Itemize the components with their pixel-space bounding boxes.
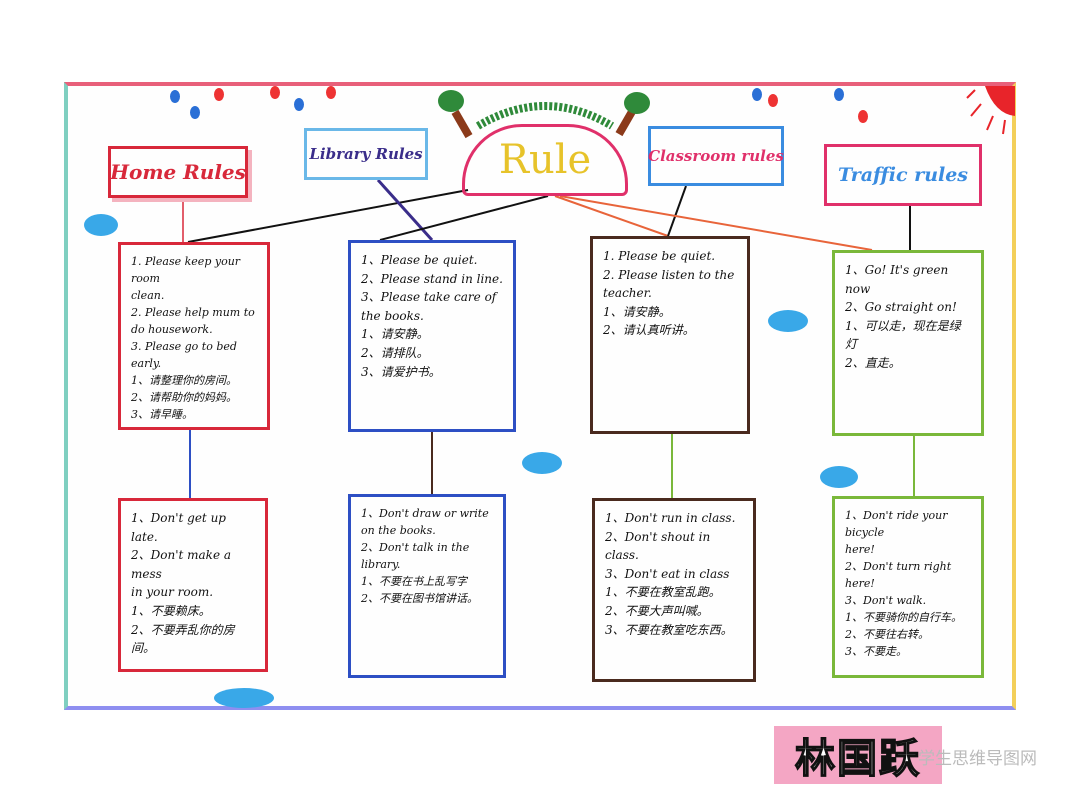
link-traffic [559,195,873,251]
link-library-rule [379,195,549,241]
cloud-icon [820,466,858,488]
rule-line: 1、Don't get up late. [131,511,230,544]
rule-line: 3、请爱护书。 [361,364,441,379]
home-rules-title: Home Rules [108,146,248,198]
sun-icon [966,86,1015,135]
rule-line: 2、Don't make a mess [131,548,235,581]
author-name: 林国跃 [774,726,942,784]
balloon-icon [768,94,778,107]
rule-line: 1、Don't draw or write [361,507,489,520]
rule-line: 1、不要赖床。 [131,603,211,618]
rule-line: 1、Don't ride your bicycle [845,509,951,540]
rule-line: 2. Please listen to the [603,267,735,282]
balloon-icon [294,98,304,111]
link-classroom-title [667,185,687,237]
rule-line: 2、Please stand in line. [361,271,503,286]
tree-icon [624,92,650,114]
classroom-dont-box: 1、Don't run in class. 2、Don't shout in cl… [592,498,756,682]
rule-line: 2、请帮助你的妈妈。 [131,391,237,405]
cloud-icon [522,452,562,474]
library-dont-box: 1、Don't draw or write on the books. 2、Don'… [348,494,506,678]
rule-line: 3、不要走。 [845,645,907,659]
balloon-icon [170,90,180,103]
balloon-icon [190,106,200,119]
rule-line: 2、Don't talk in the library. [361,541,473,572]
classroom-rules-title-text: Classroom rules [648,147,784,165]
rule-line: 2、Don't shout in class. [605,529,715,563]
cloud-icon [768,310,808,332]
rule-line: 3、请早睡。 [131,408,193,422]
rule-line: 2、请排队。 [361,345,429,360]
rule-line: on the books. [361,524,436,538]
rule-line: the books. [361,308,424,323]
rule-line: 2、不要往右转。 [845,628,929,642]
rule-line: in your room. [131,585,214,600]
rule-line: 1、请整理你的房间。 [131,374,237,388]
traffic-rules-title: Traffic rules [824,144,982,206]
rule-line: 1、请安静。 [603,304,671,319]
poster-paper [64,82,1016,710]
center-title-box: Rule [462,124,628,196]
balloon-icon [326,86,336,99]
balloon-icon [834,88,844,101]
balloon-icon [270,86,280,99]
rule-line: 1. Please be quiet. [603,249,716,263]
rule-line: 1、可以走，现在是绿灯 [845,318,961,352]
rule-line: 2、不要在图书馆讲话。 [361,592,478,606]
center-title: Rule [498,137,592,183]
rule-line: 2、Go straight on! [845,300,957,315]
rule-line: 3、不要在教室吃东西。 [605,622,733,637]
classroom-rules-title: Classroom rules [648,126,784,186]
link-library [376,178,434,242]
rule-line: 2、Don't turn right here! [845,560,955,591]
classroom-do-box: 1. Please be quiet. 2. Please listen to t… [590,236,750,434]
rule-line: 3、Please take care of [361,290,497,305]
link-classroom [554,195,669,237]
rule-line: 1、请安静。 [361,327,429,342]
cloud-icon [214,688,274,708]
rule-line: 2、请认真听讲。 [603,323,695,338]
rule-line: 1、不要在书上乱写字 [361,575,467,589]
watermark: 学生思维导图网 [918,749,1037,769]
rule-line: 3、Don't eat in class [605,566,730,581]
rule-line: 3、Don't walk. [845,594,927,608]
rule-line: do housework. [131,323,213,337]
rule-line: 3. Please go to bed early. [131,340,241,371]
rule-line: 2、直走。 [845,355,901,370]
balloon-icon [752,88,762,101]
balloon-icon [214,88,224,101]
rule-line: 1、不要在教室乱跑。 [605,585,721,600]
traffic-rules-title-text: Traffic rules [837,164,969,186]
traffic-do-box: 1、Go! It's green now 2、Go straight on! 1、可… [832,250,984,436]
home-dont-box: 1、Don't get up late. 2、Don't make a mess i… [118,498,268,672]
tree-icon [438,90,464,112]
rule-line: here! [845,543,875,557]
balloon-icon [858,110,868,123]
rule-line: 2、不要弄乱你的房间。 [131,622,235,656]
library-do-box: 1、Please be quiet. 2、Please stand in line… [348,240,516,432]
rule-line: 2、不要大声叫喊。 [605,603,709,618]
home-rules-title-text: Home Rules [110,160,246,184]
rule-line: 1、Go! It's green now [845,263,953,296]
rule-line: 1、Don't run in class. [605,511,736,525]
rule-line: 1、不要骑你的自行车。 [845,611,962,625]
rule-line: 1. Please keep your room [131,255,244,286]
rule-line: 2. Please help mum to [131,306,255,320]
traffic-dont-box: 1、Don't ride your bicycle here! 2、Don't tu… [832,496,984,678]
rule-line: teacher. [603,286,652,301]
home-do-box: 1. Please keep your room clean. 2. Please … [118,242,270,430]
library-rules-title-text: Library Rules [309,145,423,163]
rule-line: 1、Please be quiet. [361,253,478,267]
rule-line: clean. [131,289,165,303]
link-home [187,189,469,243]
library-rules-title: Library Rules [304,128,428,180]
cloud-icon [84,214,118,236]
